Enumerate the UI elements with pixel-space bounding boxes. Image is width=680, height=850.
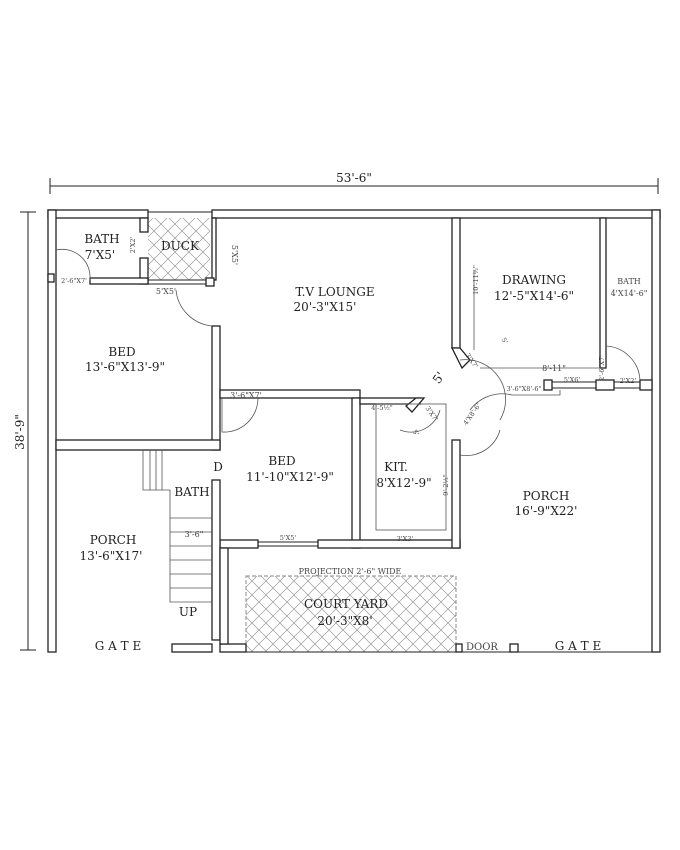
room-courtyard: COURT YARD 20'-3"X8': [304, 597, 388, 628]
door-swings: [55, 248, 641, 531]
svg-text:16'-9"X22': 16'-9"X22': [515, 504, 578, 518]
svg-text:2'X2': 2'X2': [620, 377, 637, 385]
main-door[interactable]: DOOR: [466, 642, 498, 653]
svg-text:3'-6": 3'-6": [185, 530, 204, 539]
svg-text:BATH: BATH: [617, 277, 641, 286]
svg-text:5'X6': 5'X6': [564, 376, 581, 384]
svg-text:5': 5': [430, 369, 448, 386]
annotations: 2'-6"X7' 2'X2' 5'X5' 5'X5' 3'-6"X7' 5' 1…: [61, 237, 636, 619]
staircase[interactable]: [142, 450, 212, 603]
svg-text:5'X5': 5'X5': [280, 534, 297, 542]
width-dimension: 53'-6": [49, 171, 659, 194]
svg-text:PORCH: PORCH: [90, 533, 137, 547]
svg-text:T.V LOUNGE: T.V LOUNGE: [295, 285, 374, 299]
svg-text:BED: BED: [108, 345, 135, 359]
room-duck: DUCK: [161, 239, 200, 253]
svg-text:3'-6"X8'-6": 3'-6"X8'-6": [506, 385, 541, 393]
svg-text:2'-6"X7': 2'-6"X7': [61, 277, 87, 285]
svg-text:8'-11": 8'-11": [542, 364, 566, 373]
svg-text:4'-5½": 4'-5½": [371, 404, 393, 412]
svg-text:2'-6"X7': 2'-6"X7': [598, 355, 606, 381]
svg-text:COURT YARD: COURT YARD: [304, 597, 388, 611]
svg-text:3'X7': 3'X7': [424, 405, 440, 423]
gate-left[interactable]: G A T E: [95, 639, 141, 653]
room-bath-1: BATH 7'X5': [84, 232, 119, 262]
svg-text:PORCH: PORCH: [523, 489, 570, 503]
width-label: 53'-6": [336, 171, 372, 185]
svg-text:KIT.: KIT.: [384, 460, 408, 474]
duck-hatch: [148, 218, 210, 280]
svg-text:10'-11½": 10'-11½": [472, 265, 480, 295]
svg-text:2'X2': 2'X2': [129, 237, 137, 254]
svg-text:13'-6"X17': 13'-6"X17': [80, 549, 143, 563]
svg-text:4'X8'-6": 4'X8'-6": [462, 401, 483, 427]
svg-text:9'-2½": 9'-2½": [442, 474, 450, 496]
svg-text:5'X5': 5'X5': [230, 245, 239, 265]
svg-text:BATH: BATH: [174, 485, 209, 499]
svg-text:7'X5': 7'X5': [85, 248, 115, 262]
room-kitchen: KIT. 8'X12'-9": [376, 460, 431, 490]
svg-text:DRAWING: DRAWING: [502, 273, 566, 287]
courtyard-hatch: [245, 575, 457, 653]
svg-text:UP: UP: [179, 605, 197, 619]
svg-text:11'-10"X12'-9": 11'-10"X12'-9": [246, 470, 334, 484]
svg-text:3'X3': 3'X3': [397, 535, 414, 543]
room-drawing: DRAWING 12'-5"X14'-6": [494, 273, 574, 303]
room-tv-lounge: T.V LOUNGE 20'-3"X15': [294, 285, 375, 314]
room-bed-1: BED 13'-6"X13'-9": [85, 345, 165, 374]
svg-text:13'-6"X13'-9": 13'-6"X13'-9": [85, 360, 165, 374]
depth-dimension: 38'-9": [13, 211, 36, 651]
svg-text:BED: BED: [268, 454, 295, 468]
svg-text:12'-5"X14'-6": 12'-5"X14'-6": [494, 289, 574, 303]
svg-text:20'-3"X8': 20'-3"X8': [317, 614, 372, 628]
room-porch-left: PORCH 13'-6"X17': [80, 533, 143, 563]
room-bath-2: BATH 4'X14'-6": [611, 277, 648, 298]
svg-text:4'X14'-6": 4'X14'-6": [611, 289, 648, 298]
depth-label: 38'-9": [13, 414, 27, 450]
svg-text:D: D: [213, 460, 223, 474]
gate-right[interactable]: G A T E: [555, 639, 601, 653]
walls: [47, 209, 661, 653]
room-porch-right: PORCH 16'-9"X22': [515, 489, 578, 518]
svg-text:PROJECTION 2'-6" WIDE: PROJECTION 2'-6" WIDE: [299, 567, 402, 576]
svg-text:5': 5': [500, 336, 510, 346]
svg-text:3'-6"X7': 3'-6"X7': [230, 391, 262, 400]
room-bed-2: BED 11'-10"X12'-9": [246, 454, 334, 484]
svg-text:5': 5': [411, 428, 421, 438]
svg-text:5'X5': 5'X5': [156, 287, 176, 296]
svg-text:20'-3"X15': 20'-3"X15': [294, 300, 357, 314]
svg-text:BATH: BATH: [84, 232, 119, 246]
svg-text:8'X12'-9": 8'X12'-9": [376, 476, 431, 490]
